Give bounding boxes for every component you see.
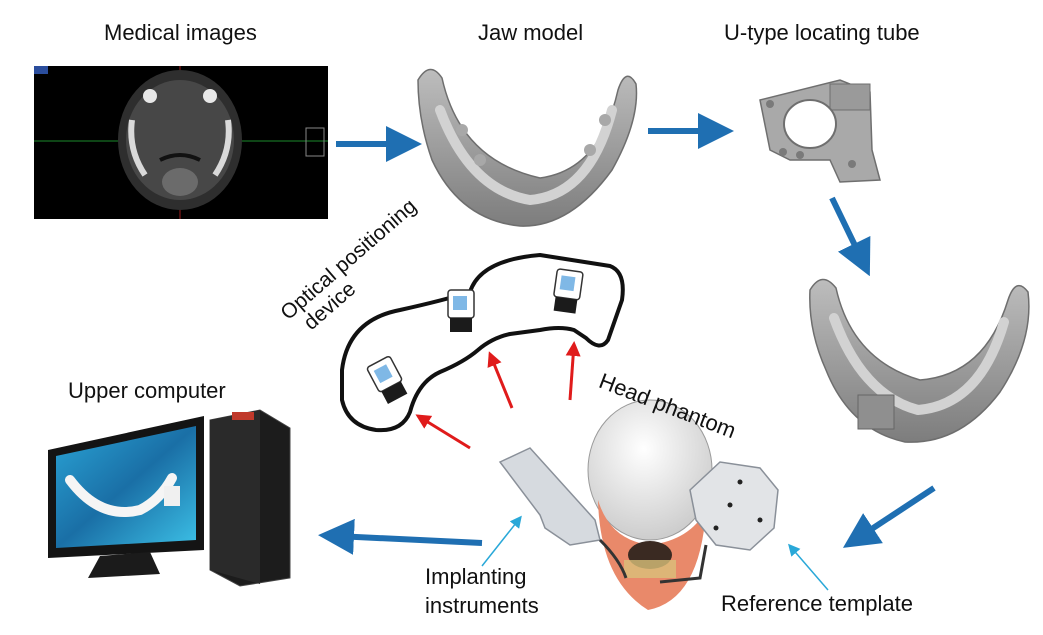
label-implanting-line1: Implanting [425,564,527,589]
signal-arrow-2 [487,351,514,409]
label-jaw-model: Jaw model [478,20,584,45]
flow-arrow-5 [318,518,483,555]
label-u-type-locating-tube: U-type locating tube [724,20,920,45]
signal-arrow-1 [415,414,471,450]
jaw-with-tube-image [809,278,1030,443]
label-implanting-line2: instruments [425,593,539,618]
flow-arrows [318,113,936,555]
ct-scan-image [34,66,328,219]
label-medical-images: Medical images [104,20,257,45]
reference-template-image [659,461,779,584]
optical-positioning-device [340,253,625,433]
flow-arrow-3 [829,196,871,277]
camera-icon [447,289,475,332]
jaw-model-image [417,68,638,227]
pointer-implanting [481,515,522,567]
pointer-reference [788,543,829,591]
signal-arrows [415,341,581,450]
label-upper-computer: Upper computer [68,378,226,403]
flow-arrow-4 [842,485,936,548]
label-reference-template: Reference template [721,591,913,616]
signal-arrow-3 [565,341,581,401]
head-phantom-image [587,399,713,610]
implant-instrument-image [498,447,628,579]
camera-icon [553,268,584,314]
computer-image [48,409,291,587]
camera-icon [366,355,408,405]
u-tube-image [759,79,881,183]
